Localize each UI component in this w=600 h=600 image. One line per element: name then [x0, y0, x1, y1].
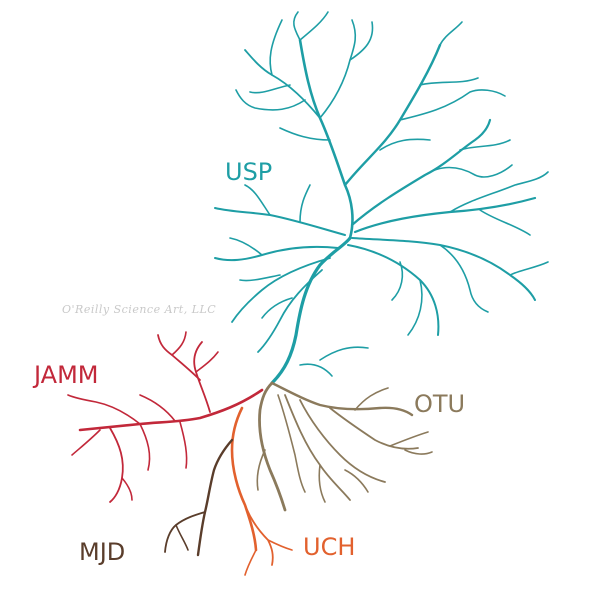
usp-left-branch [214, 207, 346, 236]
usp-twig [399, 89, 506, 121]
otu-twig [404, 449, 433, 455]
otu-twig [318, 464, 326, 503]
otu-twig [299, 399, 386, 483]
usp-twig [379, 138, 431, 151]
usp-right-branch [350, 118, 492, 227]
usp-twig [244, 184, 271, 216]
usp-twig [239, 274, 281, 282]
usp-twig [269, 19, 283, 76]
usp-twig [407, 279, 423, 336]
uch-branch [230, 406, 293, 576]
usp-left-branch [257, 269, 323, 353]
label-usp: USP [225, 158, 273, 186]
otu-twig [329, 407, 419, 450]
uch-root [230, 406, 258, 552]
jamm-branch [67, 331, 264, 503]
usp-left-branch [231, 257, 331, 323]
jamm-main [78, 388, 264, 432]
mjd-root [196, 438, 234, 557]
jamm-twig [195, 351, 219, 373]
jamm-twig [171, 331, 187, 356]
usp-right-branch [351, 237, 536, 301]
usp-twig [293, 11, 301, 41]
jamm-twig [109, 427, 124, 503]
usp-twig [299, 184, 311, 223]
jamm-twig [71, 429, 101, 456]
jamm-twig [179, 421, 188, 469]
usp-left-branch [214, 245, 339, 262]
label-mjd: MJD [79, 538, 126, 566]
usp-twig [419, 77, 479, 86]
usp-twig [459, 139, 511, 151]
mjd-twig [175, 524, 189, 551]
otu-root [258, 381, 287, 512]
otu-branch-main [270, 381, 414, 417]
usp-twig [279, 127, 331, 141]
otu-twig [354, 387, 389, 411]
uch-twig [244, 504, 274, 566]
usp-twig [319, 346, 369, 361]
usp-twig [229, 237, 263, 256]
usp-twig [479, 209, 531, 236]
usp-twig [424, 164, 513, 178]
otu-twig [344, 469, 369, 493]
usp-twig [439, 244, 489, 313]
jamm-twig [139, 423, 151, 471]
usp-twig [261, 297, 293, 319]
usp-twig [299, 363, 333, 377]
usp-twig [235, 89, 306, 111]
otu-twig [256, 449, 266, 491]
otu-twig [389, 431, 429, 447]
usp-main-stem [298, 38, 354, 240]
usp-twig [319, 19, 357, 119]
otu-twig [284, 394, 351, 501]
otu-twig [277, 394, 306, 493]
copyright-watermark: O'Reilly Science Art, LLC [62, 303, 217, 316]
jamm-twig [67, 394, 141, 425]
uch-twig [244, 549, 257, 576]
usp-trunk [270, 236, 352, 385]
usp-twig [349, 21, 374, 61]
otu-branch [256, 381, 433, 512]
usp-twig [449, 171, 549, 213]
jamm-twig [139, 394, 176, 422]
jamm-twig [121, 477, 133, 501]
usp-twig [509, 261, 549, 276]
usp-twig [249, 84, 291, 94]
usp-twig [391, 261, 404, 301]
usp-twig [299, 11, 329, 41]
label-otu: OTU [414, 390, 466, 418]
usp-branch [214, 11, 549, 385]
usp-twig [439, 21, 463, 46]
mjd-branch [164, 438, 234, 557]
usp-right-branch [347, 244, 440, 336]
usp-stem-right [343, 43, 442, 187]
label-jamm: JAMM [34, 361, 99, 389]
label-uch: UCH [303, 533, 356, 561]
uch-twig [267, 539, 293, 551]
